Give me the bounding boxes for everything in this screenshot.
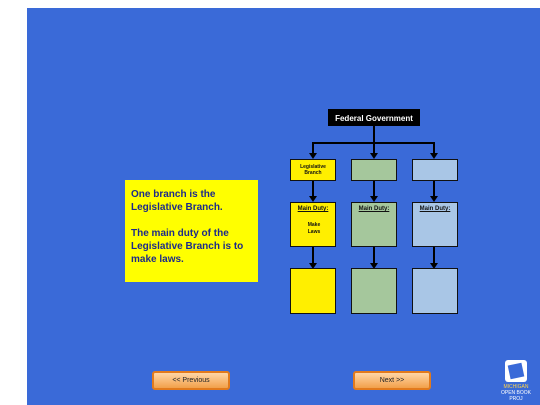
duty-label-right: Main Duty: bbox=[419, 206, 451, 212]
book-icon-inner bbox=[507, 362, 525, 380]
branch-label-legislative: Legislative Branch bbox=[300, 164, 326, 176]
arrow-middle-duty bbox=[370, 196, 378, 202]
previous-button[interactable]: << Previous bbox=[152, 371, 230, 390]
info-paragraph-2: The main duty of the Legislative Branch … bbox=[131, 228, 244, 265]
bottom-box-middle bbox=[351, 268, 397, 314]
duty-box-middle: Main Duty: bbox=[351, 202, 397, 247]
duty-text-legislative: Make Laws bbox=[307, 222, 321, 235]
michigan-open-book-logo: MICHIGAN OPEN BOOK PROJ bbox=[494, 360, 538, 404]
info-paragraph-1: One branch is the Legislative Branch. bbox=[131, 189, 223, 213]
bottom-connector-middle bbox=[373, 247, 375, 265]
duty-box-right: Main Duty: bbox=[412, 202, 458, 247]
book-icon bbox=[505, 360, 527, 382]
logo-line-1: MICHIGAN bbox=[503, 384, 529, 390]
duty-connector-right bbox=[433, 181, 435, 198]
bottom-box-legislative bbox=[290, 268, 336, 314]
info-textbox: One branch is the Legislative Branch. Th… bbox=[125, 180, 258, 282]
connector-right bbox=[433, 142, 435, 155]
bottom-connector-right bbox=[433, 247, 435, 265]
arrow-left-top bbox=[309, 153, 317, 159]
slide-stage: Federal Government Legislative Branch Ma… bbox=[27, 8, 540, 405]
connector-middle bbox=[373, 142, 375, 155]
duty-label-middle: Main Duty: bbox=[358, 206, 390, 212]
branch-box-right bbox=[412, 159, 458, 181]
branch-box-legislative: Legislative Branch bbox=[290, 159, 336, 181]
arrow-right-bottom bbox=[430, 263, 438, 269]
arrow-left-bottom bbox=[309, 263, 317, 269]
duty-label-legislative: Main Duty: bbox=[297, 206, 329, 212]
bottom-connector-left bbox=[312, 247, 314, 265]
arrow-left-duty bbox=[309, 196, 317, 202]
branch-box-middle bbox=[351, 159, 397, 181]
duty-connector-left bbox=[312, 181, 314, 198]
arrow-middle-bottom bbox=[370, 263, 378, 269]
logo-line-2: OPEN BOOK PROJ bbox=[500, 390, 531, 402]
arrow-middle-top bbox=[370, 153, 378, 159]
bottom-box-right bbox=[412, 268, 458, 314]
next-button[interactable]: Next >> bbox=[353, 371, 431, 390]
title-connector bbox=[373, 126, 375, 143]
chart-title: Federal Government bbox=[328, 109, 420, 126]
duty-box-legislative: Main Duty: Make Laws bbox=[290, 202, 336, 247]
connector-left bbox=[312, 142, 314, 155]
arrow-right-top bbox=[430, 153, 438, 159]
duty-connector-middle bbox=[373, 181, 375, 198]
arrow-right-duty bbox=[430, 196, 438, 202]
